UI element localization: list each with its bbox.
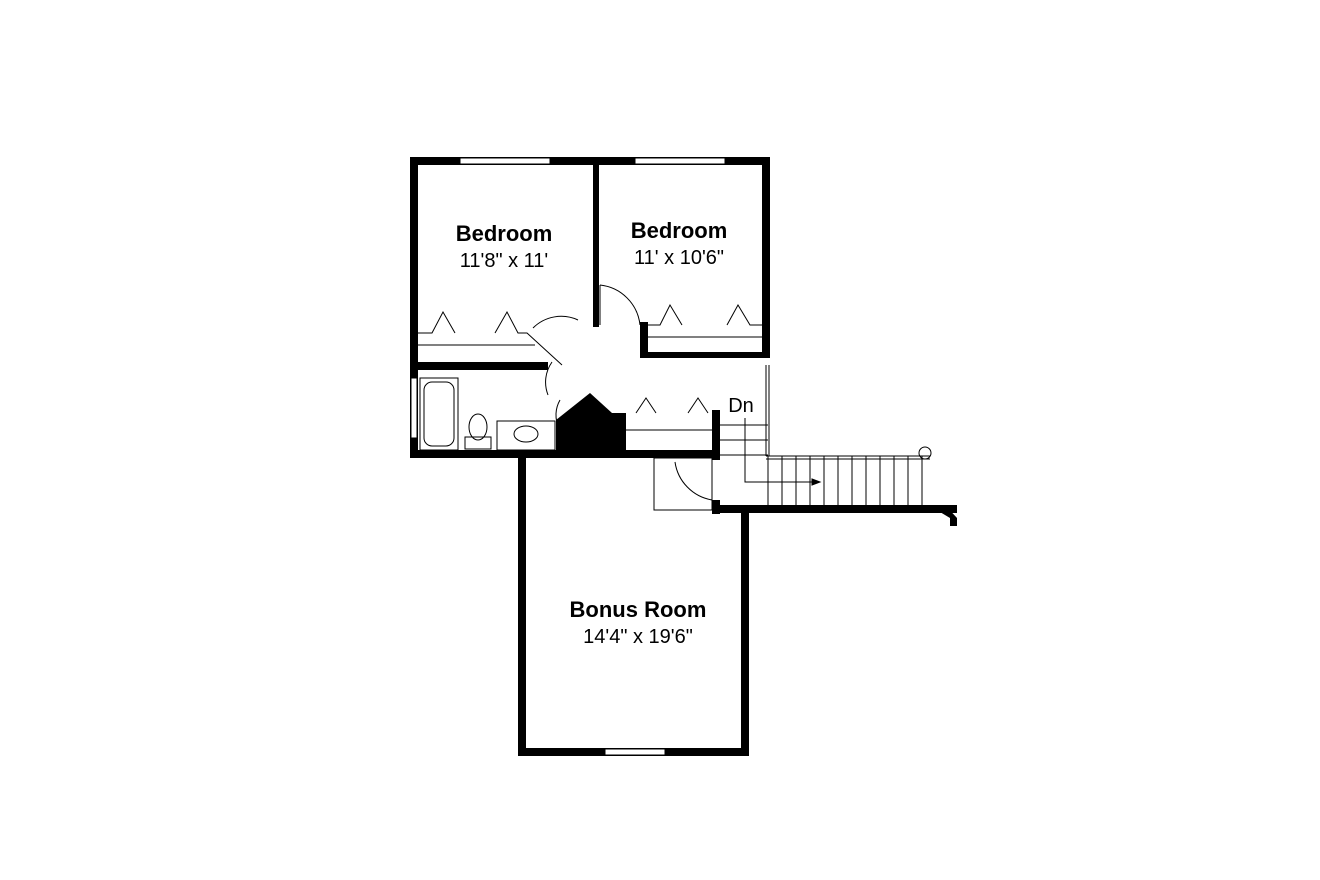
room-name-bedroom-1: Bedroom (456, 221, 553, 246)
room-name-bonus-room: Bonus Room (570, 597, 707, 622)
bathroom-fixtures (419, 377, 556, 451)
room-dimensions-bonus-room: 14'4" x 19'6" (583, 626, 693, 648)
room-dimensions-bedroom-1: 11'8" x 11' (460, 250, 549, 272)
staircase (720, 365, 932, 505)
closet-shelves (418, 303, 762, 431)
room-dimensions-bedroom-2: 11' x 10'6" (634, 247, 724, 269)
stair-down-label: Dn (728, 395, 754, 417)
room-name-bedroom-2: Bedroom (631, 218, 728, 243)
windows (410, 157, 726, 756)
doors (532, 284, 713, 511)
